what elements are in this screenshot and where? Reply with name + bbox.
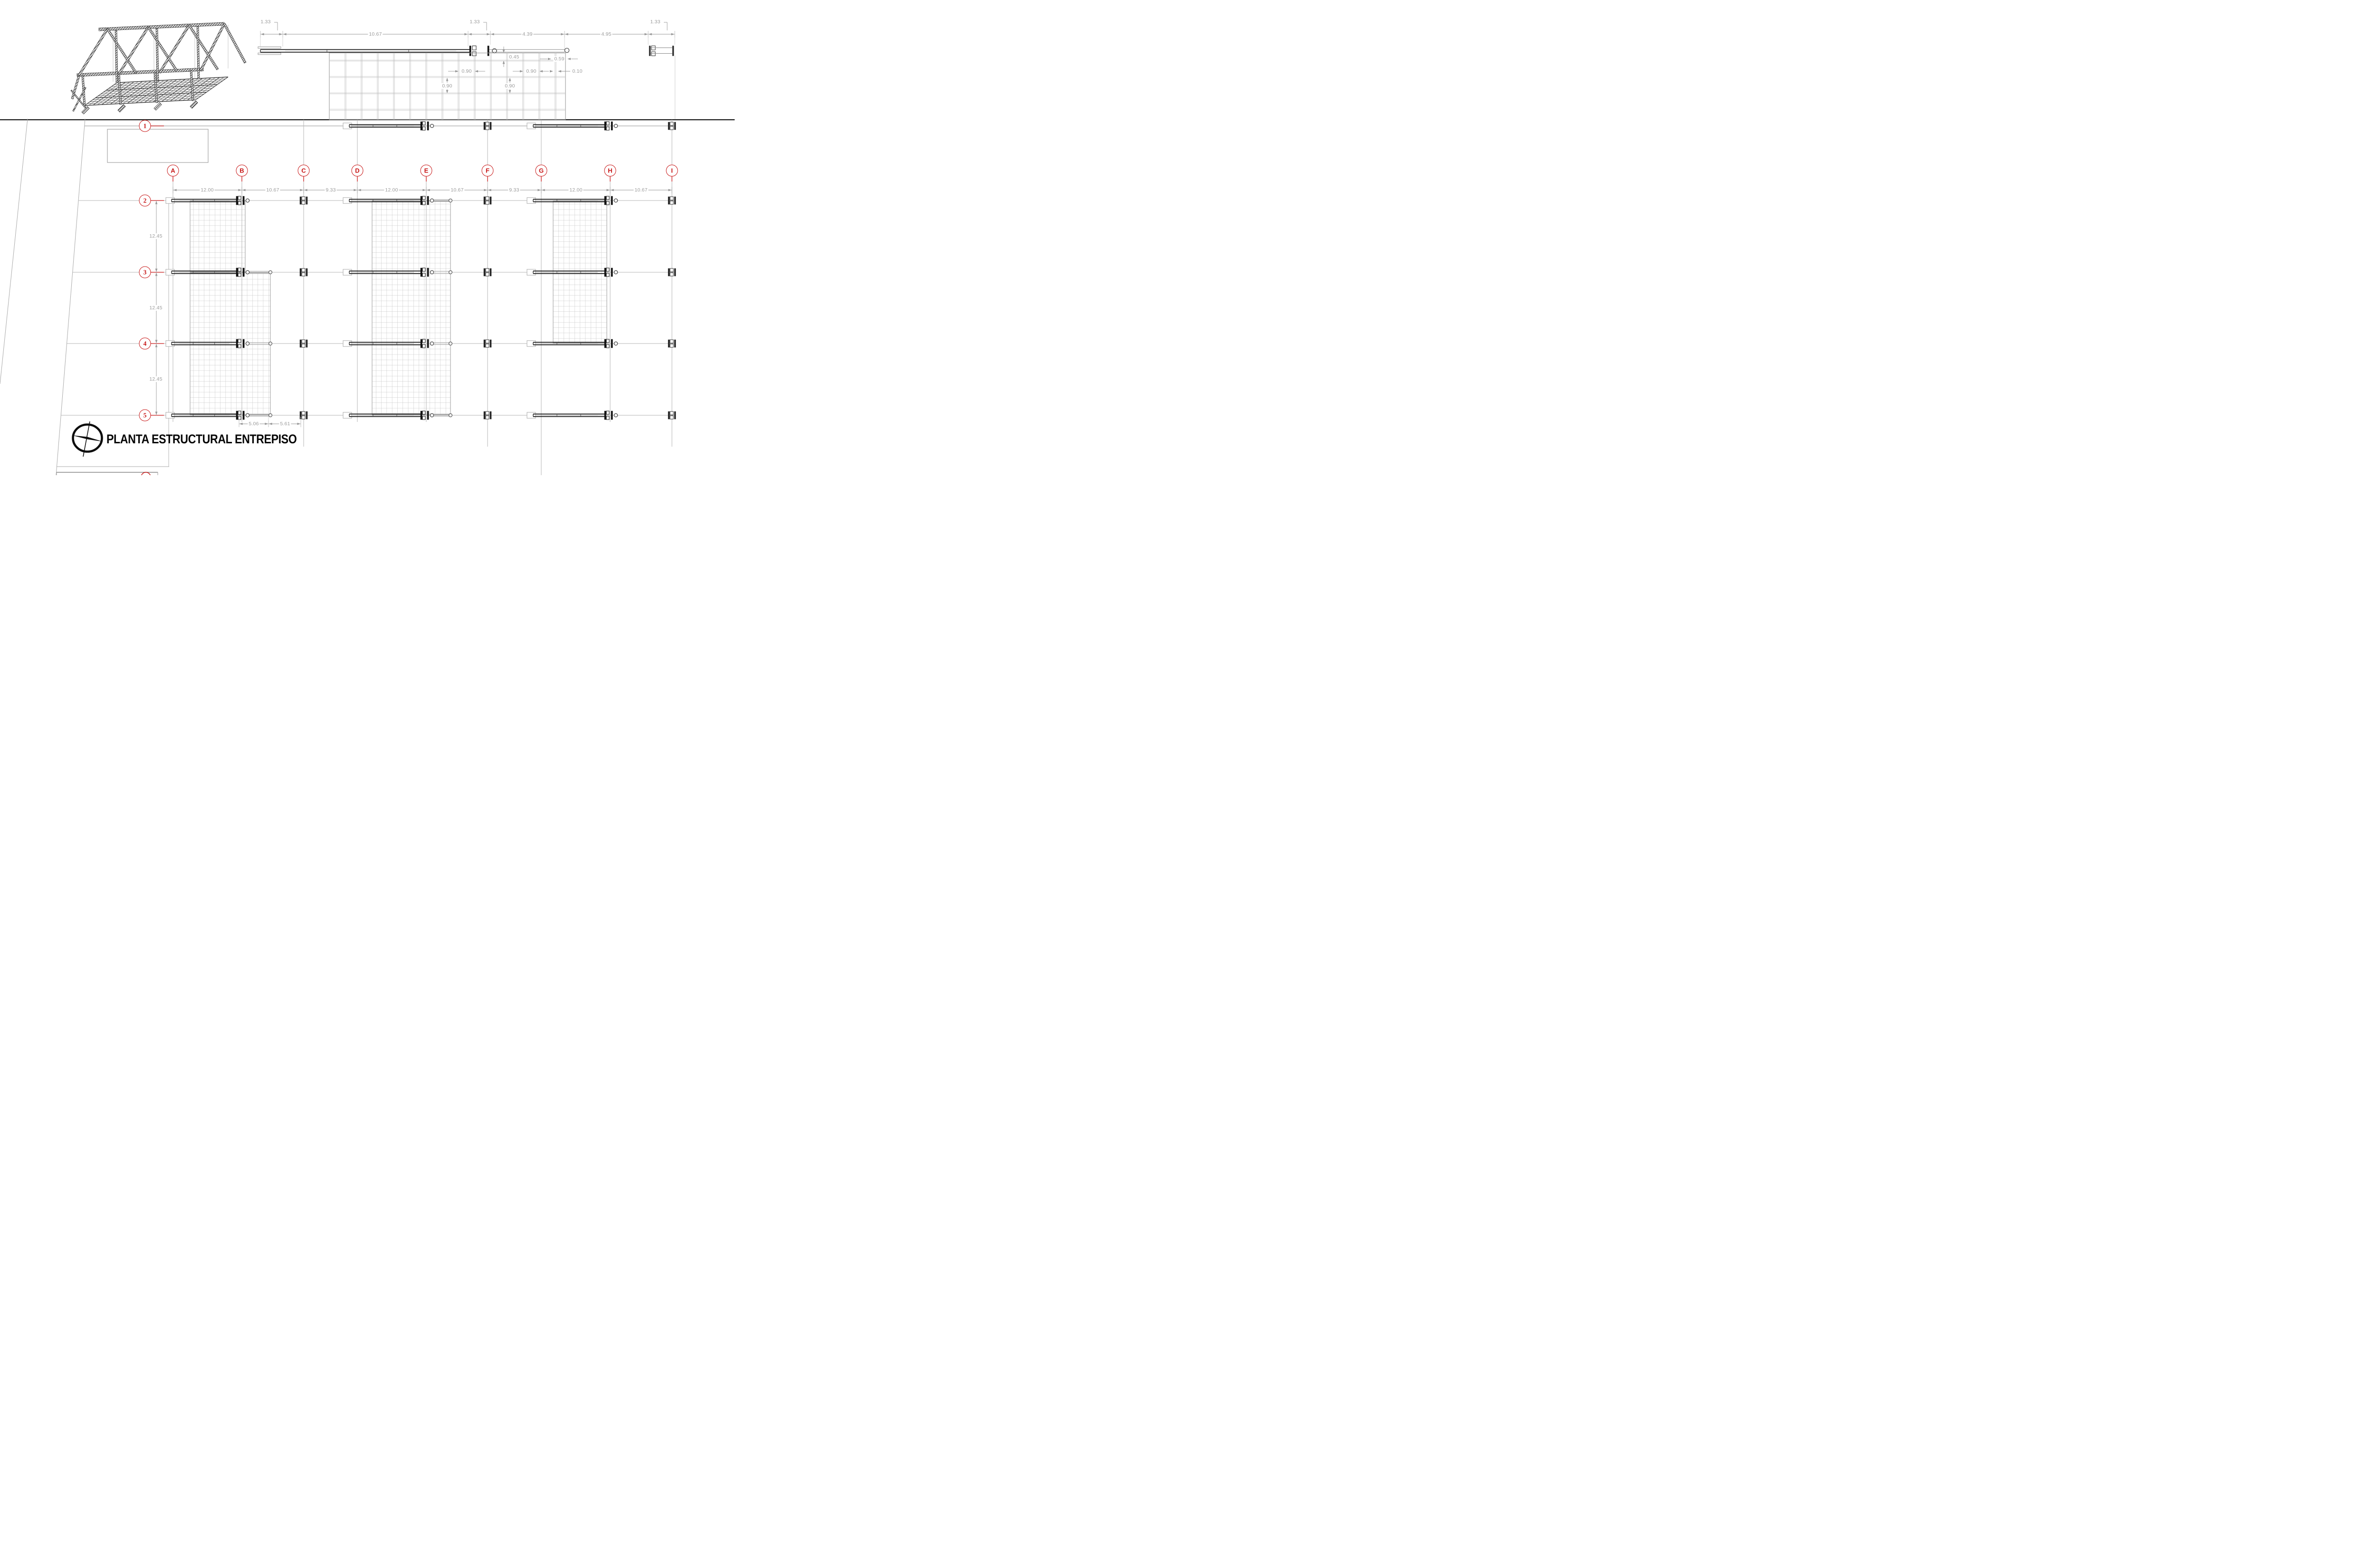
elev-dim-left-overhang: 1.33 — [260, 19, 271, 25]
column-axis-bubble-i: I — [666, 164, 678, 177]
column-axis-bubble-g: G — [535, 164, 547, 177]
elev-dim-mid-overhang: 1.33 — [469, 19, 480, 25]
dim-span-d-e: 12.00 — [384, 187, 399, 193]
row-axis-bubble-2: 2 — [139, 194, 151, 207]
column-axis-bubble-f: F — [481, 164, 494, 177]
dim-span-g-h: 12.00 — [568, 187, 584, 193]
elev-dim-main-span: 10.67 — [368, 31, 383, 37]
dim-span-row-3-4: 12.45 — [148, 305, 163, 311]
column-axis-bubble-h: H — [604, 164, 616, 177]
row-axis-bubble-3: 3 — [139, 266, 151, 278]
drawing-sheet: PLANTA ESTRUCTURAL ENTREPISO A B C D E F… — [0, 0, 735, 475]
elev-dim-span-2: 4.39 — [521, 31, 534, 37]
elev-dim-panel-joint: 0.10 — [571, 68, 584, 74]
dim-span-row-2-3: 12.45 — [148, 233, 163, 239]
elev-dim-span-3: 4.95 — [600, 31, 613, 37]
dim-span-f-g: 9.33 — [508, 187, 520, 193]
elev-dim-right-overhang: 1.33 — [650, 19, 661, 25]
dim-span-h-i: 10.67 — [633, 187, 649, 193]
north-arrow-icon — [72, 421, 103, 457]
column-axis-bubble-b: B — [236, 164, 248, 177]
cad-linework — [0, 22, 735, 475]
column-axis-bubble-e: E — [420, 164, 432, 177]
dim-span-row-4-5: 12.45 — [148, 376, 163, 382]
dim-slab-edge-right: 5.61 — [279, 421, 291, 427]
column-axis-bubble-a: A — [167, 164, 179, 177]
column-axis-bubble-d: D — [351, 164, 364, 177]
elev-dim-cell-height-left: 0.90 — [441, 83, 453, 89]
elev-dim-cell-height-right: 0.90 — [504, 83, 516, 89]
column-axis-bubble-c: C — [297, 164, 310, 177]
row-axis-bubble-4: 4 — [139, 337, 151, 350]
elev-dim-cell-width-left: 0.90 — [460, 68, 473, 74]
dim-span-c-d: 9.33 — [325, 187, 337, 193]
row-axis-bubble-1: 1 — [139, 120, 151, 132]
elev-dim-first-row-height: 0.45 — [508, 54, 520, 60]
row-axis-bubble-5: 5 — [139, 409, 151, 421]
drawing-title: PLANTA ESTRUCTURAL ENTREPISO — [106, 432, 297, 446]
dim-span-b-c: 10.67 — [265, 187, 280, 193]
dim-span-e-f: 10.67 — [450, 187, 465, 193]
dim-span-a-b: 12.00 — [200, 187, 215, 193]
elev-dim-cell-width-right: 0.90 — [525, 68, 537, 74]
elev-dim-edge-cell-width: 0.59 — [553, 56, 565, 62]
dim-slab-edge-left: 5.06 — [248, 421, 260, 427]
